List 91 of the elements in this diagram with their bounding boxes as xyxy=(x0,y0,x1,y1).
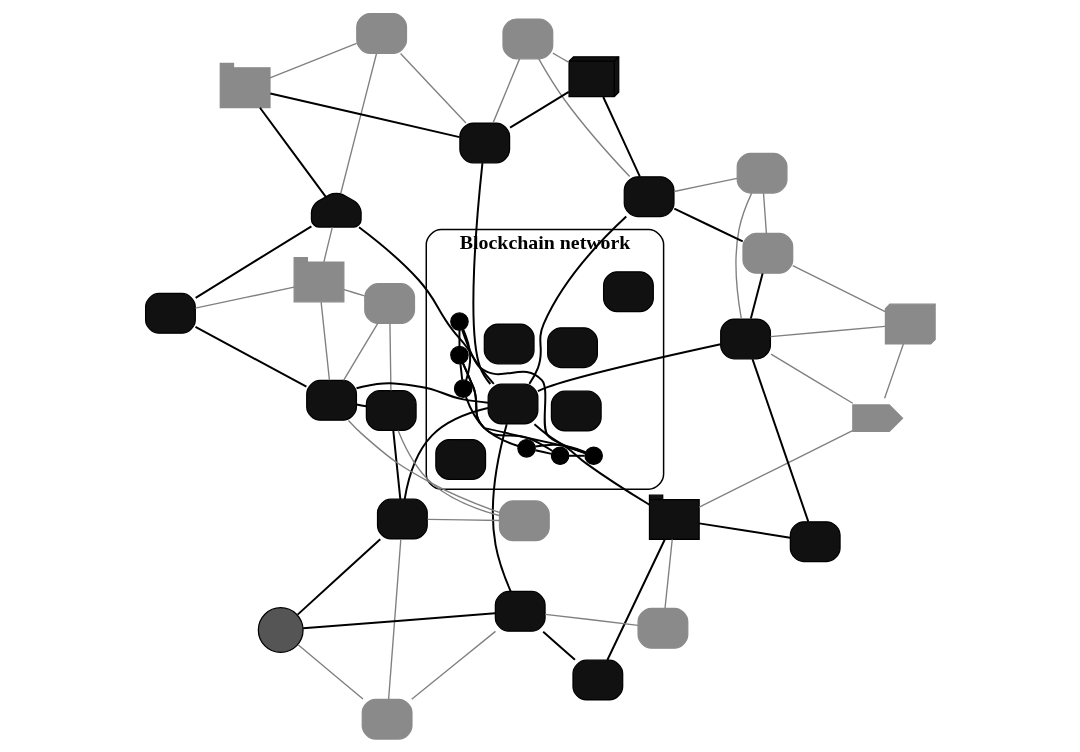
node-box xyxy=(487,383,538,425)
connector xyxy=(533,449,552,455)
node-box xyxy=(501,18,553,60)
connector xyxy=(601,96,641,178)
connector xyxy=(396,429,500,517)
node-box xyxy=(361,698,413,740)
connector xyxy=(883,343,904,399)
node-circle xyxy=(550,446,569,466)
connector xyxy=(355,403,367,408)
connector xyxy=(491,423,512,593)
node-box xyxy=(376,498,428,540)
connector xyxy=(391,429,401,501)
connector xyxy=(533,443,587,454)
connector xyxy=(544,613,639,626)
node-box xyxy=(434,439,486,480)
connector xyxy=(410,630,496,700)
node-circle xyxy=(583,446,603,466)
connector xyxy=(355,382,489,404)
node-box xyxy=(602,271,654,313)
connector xyxy=(194,225,312,299)
connector xyxy=(749,272,764,320)
connector xyxy=(426,518,500,522)
node-box xyxy=(305,379,357,421)
connector xyxy=(194,286,295,309)
connector xyxy=(399,52,467,124)
node-box xyxy=(310,192,362,228)
connector xyxy=(347,419,500,514)
connector xyxy=(491,58,520,124)
node-circle xyxy=(449,345,469,365)
connector xyxy=(537,58,630,178)
connector xyxy=(258,106,327,198)
node-box xyxy=(363,283,415,325)
node-box xyxy=(789,521,841,563)
node-circle xyxy=(449,312,469,331)
connector xyxy=(388,322,392,392)
node-box xyxy=(851,404,903,433)
connector xyxy=(403,407,489,501)
node-box xyxy=(741,232,793,274)
connector xyxy=(461,362,553,452)
connector xyxy=(268,92,461,139)
connector xyxy=(301,612,496,630)
connector xyxy=(769,353,853,404)
connector xyxy=(319,301,330,381)
connector xyxy=(508,90,570,129)
connector xyxy=(698,430,853,508)
connector xyxy=(541,630,576,661)
connector xyxy=(672,207,744,243)
connector xyxy=(734,192,752,320)
connector xyxy=(663,538,673,609)
connector xyxy=(322,226,333,263)
connector xyxy=(769,325,886,338)
connector xyxy=(296,538,381,616)
node-box xyxy=(355,12,407,54)
node-box xyxy=(736,152,788,194)
connector xyxy=(461,328,471,382)
node-box xyxy=(546,327,598,369)
connector xyxy=(387,538,401,700)
connector xyxy=(464,396,519,447)
connector xyxy=(296,644,364,700)
node-box xyxy=(494,590,546,632)
connector xyxy=(673,177,738,193)
node-box xyxy=(550,390,602,432)
connector xyxy=(532,423,650,506)
connector xyxy=(471,162,491,385)
node-box xyxy=(365,390,417,431)
node-box xyxy=(498,500,550,542)
connector xyxy=(193,325,307,388)
node-box xyxy=(571,659,623,701)
node-box xyxy=(458,122,510,164)
node-box xyxy=(483,323,535,365)
connector xyxy=(357,226,495,385)
connector xyxy=(762,192,767,235)
connector xyxy=(605,538,666,662)
node-circle xyxy=(453,379,472,398)
node-box xyxy=(144,292,196,334)
connector xyxy=(536,343,722,393)
connector xyxy=(551,52,570,64)
connector xyxy=(461,362,586,454)
node-box xyxy=(636,607,688,649)
connector xyxy=(751,358,809,523)
connector xyxy=(339,53,377,194)
connector xyxy=(342,322,378,381)
node-box xyxy=(623,176,675,218)
node-box xyxy=(719,318,771,360)
node-circle xyxy=(257,607,304,654)
connector xyxy=(268,42,357,79)
connector xyxy=(697,522,791,539)
connector xyxy=(459,363,463,381)
connector xyxy=(342,288,365,297)
connector xyxy=(791,264,886,313)
node-circle xyxy=(516,439,536,458)
